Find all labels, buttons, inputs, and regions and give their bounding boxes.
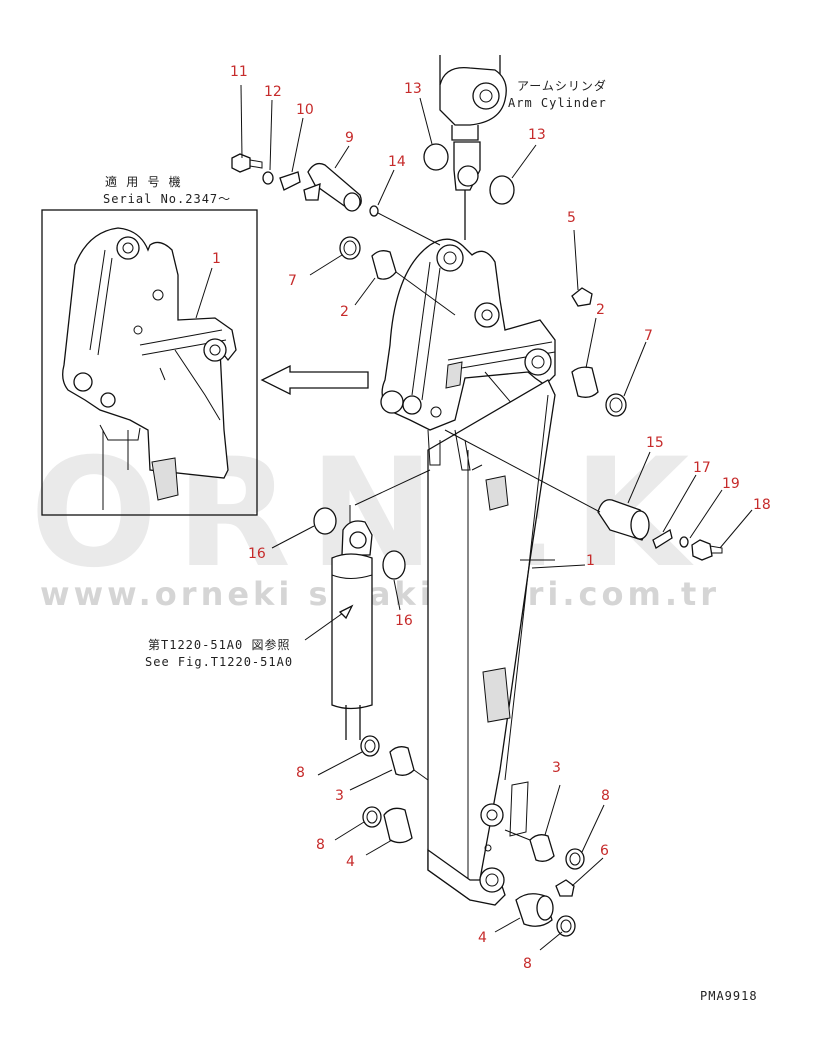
part-14 <box>369 205 379 217</box>
label-1: 1 <box>586 553 595 569</box>
part-3-bushing-a <box>389 746 415 776</box>
label-8-a: 8 <box>296 765 305 781</box>
part-13-shim-a <box>423 143 449 171</box>
label-2-a: 2 <box>340 304 349 320</box>
label-6: 6 <box>600 843 609 859</box>
part-13-shim-b <box>489 175 515 205</box>
label-18: 18 <box>753 497 771 513</box>
part-4-bushing-a <box>383 807 413 844</box>
part-6-fitting <box>555 879 575 897</box>
part-8-ring-c <box>565 848 585 870</box>
part-17-plate <box>652 528 673 549</box>
caption-see-fig-en: See Fig.T1220-51A0 <box>145 655 293 669</box>
caption-see-fig-ja: 第T1220-51A0 図参照 <box>148 637 290 652</box>
part-7-ring-b <box>605 393 627 417</box>
part-16-shim-a <box>313 507 337 535</box>
part-8-ring-b <box>362 806 382 828</box>
arm-assembly <box>380 238 556 906</box>
label-7-a: 7 <box>288 273 297 289</box>
label-16-b: 16 <box>395 613 413 629</box>
watermark-url: www.orneki smakinalari.com.tr <box>40 575 720 613</box>
part-3-bushing-b <box>529 834 555 862</box>
caption-arm-cylinder-en: Arm Cylinder <box>508 96 607 110</box>
part-10-plate <box>279 171 301 191</box>
caption-arm-cylinder-ja: アームシリンダ <box>517 78 607 93</box>
part-5-fitting <box>571 287 593 307</box>
part-8-ring-d <box>556 915 576 937</box>
caption-serial-ja: 適 用 号 機 <box>105 174 182 189</box>
inset-view: 1 <box>41 209 258 516</box>
part-19-washer <box>679 536 689 548</box>
bucket-cylinder <box>331 469 431 740</box>
label-8-b: 8 <box>601 788 610 804</box>
label-2-b: 2 <box>596 302 605 318</box>
leader-lines <box>240 84 753 951</box>
label-8-d: 8 <box>523 956 532 972</box>
part-12-washer <box>262 171 274 185</box>
caption-serial-en: Serial No.2347～ <box>103 192 231 206</box>
label-14: 14 <box>388 154 406 170</box>
part-8-ring-a <box>360 735 380 757</box>
label-4-a: 4 <box>346 854 355 870</box>
label-13-b: 13 <box>528 127 546 143</box>
label-3-b: 3 <box>552 760 561 776</box>
drawing-code: PMA9918 <box>700 989 758 1003</box>
label-9: 9 <box>345 130 354 146</box>
label-15: 15 <box>646 435 664 451</box>
label-8-c: 8 <box>316 837 325 853</box>
part-11-bolt <box>231 153 251 173</box>
inset-arrow <box>260 364 369 396</box>
part-18-bolt <box>691 539 713 561</box>
label-13-a: 13 <box>404 81 422 97</box>
label-12: 12 <box>264 84 282 100</box>
label-5: 5 <box>567 210 576 226</box>
label-17: 17 <box>693 460 711 476</box>
label-16-a: 16 <box>248 546 266 562</box>
part-7-ring-a <box>339 236 361 260</box>
label-inset-1: 1 <box>212 251 221 267</box>
label-7-b: 7 <box>644 328 653 344</box>
label-11: 11 <box>230 64 248 80</box>
label-4-b: 4 <box>478 930 487 946</box>
part-16-shim-b <box>382 550 406 580</box>
label-10: 10 <box>296 102 314 118</box>
arm-cylinder-top <box>439 55 507 240</box>
label-19: 19 <box>722 476 740 492</box>
label-3-a: 3 <box>335 788 344 804</box>
inset-frame <box>41 209 258 516</box>
part-2-bushing-a <box>371 250 397 280</box>
part-2-bushing-b <box>571 366 599 398</box>
